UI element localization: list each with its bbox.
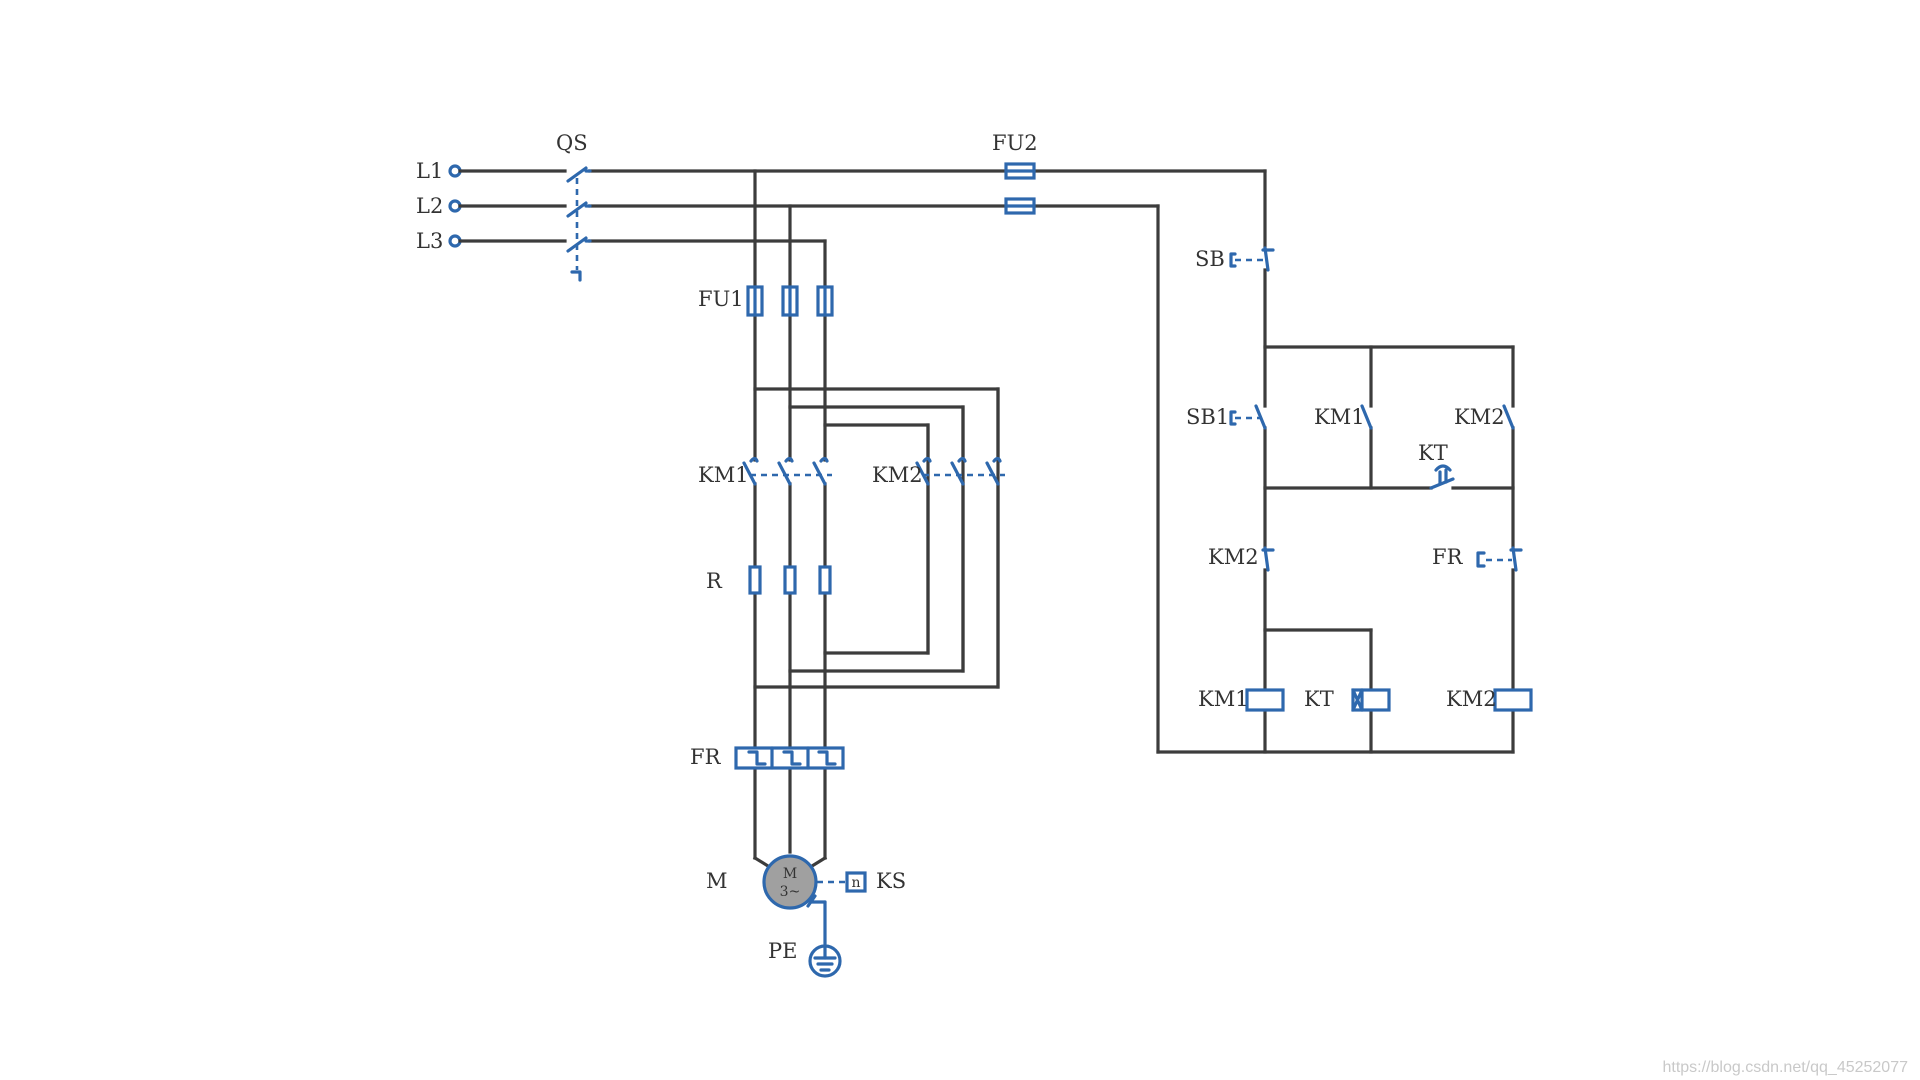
label-fr-nc: FR	[1432, 545, 1464, 569]
supply-lines	[448, 164, 1267, 248]
label-fu1: FU1	[698, 287, 744, 311]
km1-main-contacts	[742, 456, 832, 486]
label-km2-main: KM2	[872, 463, 923, 487]
watermark: https://blog.csdn.net/qq_45252077	[1662, 1059, 1908, 1076]
label-m: M	[706, 869, 728, 893]
label-km2-aux: KM2	[1454, 405, 1505, 429]
label-sb1: SB1	[1186, 405, 1229, 429]
label-km2-nc: KM2	[1208, 545, 1259, 569]
km2-coil	[1493, 688, 1533, 712]
label-sb: SB	[1195, 247, 1225, 271]
qs-switch	[566, 166, 592, 282]
label-kt-coil: KT	[1304, 687, 1334, 711]
kt-timed-contact	[1429, 464, 1455, 490]
label-fu2: FU2	[992, 131, 1038, 155]
fr-nc-contact	[1476, 546, 1523, 572]
km2-main-contacts	[915, 387, 1005, 689]
sb-stop-button	[1229, 246, 1275, 272]
km1-coil	[1245, 688, 1285, 712]
label-km1-aux: KM1	[1314, 405, 1365, 429]
label-pe: PE	[768, 939, 797, 963]
label-fr-main: FR	[690, 745, 722, 769]
motor: M 3~ n	[762, 854, 867, 978]
label-r: R	[706, 569, 723, 593]
label-kt-contact: KT	[1418, 441, 1448, 465]
fu2-fuses	[1004, 162, 1036, 215]
label-l1: L1	[416, 159, 443, 183]
label-qs: QS	[556, 131, 588, 155]
km1-aux-contact	[1360, 404, 1373, 430]
fu1-fuses	[746, 285, 834, 317]
label-ks: KS	[876, 869, 906, 893]
label-km1-coil: KM1	[1198, 687, 1249, 711]
ks-box-text: n	[851, 875, 860, 891]
km2-aux-contact	[1502, 404, 1515, 430]
control-circuit-wires	[1156, 169, 1515, 754]
fr-thermal-relay	[734, 746, 845, 770]
label-l3: L3	[416, 229, 443, 253]
labels: L1 L2 L3 QS FU2 FU1 KM1 KM2 R FR M KS PE…	[416, 131, 1505, 963]
label-km2-coil: KM2	[1446, 687, 1497, 711]
resistors	[748, 565, 832, 595]
motor-bottom-text: 3~	[780, 884, 801, 900]
km2-nc-contact	[1261, 546, 1275, 572]
motor-top-text: M	[783, 866, 797, 882]
kt-coil	[1351, 688, 1391, 712]
label-l2: L2	[416, 194, 443, 218]
label-km1-main: KM1	[698, 463, 749, 487]
sb1-start-button	[1229, 404, 1267, 430]
